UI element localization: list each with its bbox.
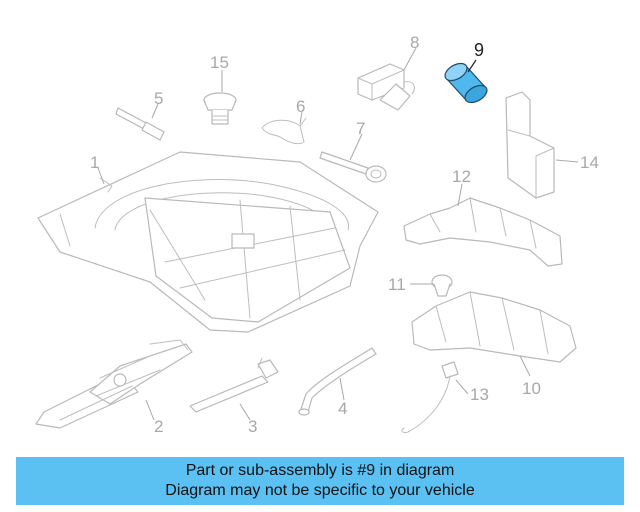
callout-5: 5 xyxy=(154,89,163,108)
callout-13: 13 xyxy=(470,385,489,404)
callout-1: 1 xyxy=(90,153,99,172)
info-banner: Part or sub-assembly is #9 in diagram Di… xyxy=(16,457,624,505)
callout-11: 11 xyxy=(388,275,406,294)
trunk-floor-tray xyxy=(37,151,379,333)
side-foam-block xyxy=(505,91,555,199)
callout-14: 14 xyxy=(580,153,599,172)
tire-compressor xyxy=(357,63,415,111)
callout-12: 12 xyxy=(452,167,471,186)
callout-7: 7 xyxy=(356,119,365,138)
wheel-brace xyxy=(298,347,377,416)
callout-10: 10 xyxy=(522,379,541,398)
callout-4: 4 xyxy=(338,399,347,418)
callout-9: 9 xyxy=(474,40,484,60)
callout-6: 6 xyxy=(296,97,305,116)
leader-lines xyxy=(97,47,579,421)
scissor-jack xyxy=(35,339,193,429)
strap-cable xyxy=(401,361,459,433)
jack-handle xyxy=(189,357,279,413)
callout-15: 15 xyxy=(210,53,229,72)
callout-2: 2 xyxy=(154,417,163,436)
callout-8: 8 xyxy=(410,33,419,52)
wire-clip xyxy=(261,117,307,145)
banner-line-part-number: Part or sub-assembly is #9 in diagram xyxy=(185,462,455,479)
screwdriver xyxy=(115,107,165,141)
callout-numbers: 1 2 3 4 5 6 7 8 9 10 11 12 13 14 15 xyxy=(90,33,599,436)
banner-line-disclaimer: Diagram may not be specific to your vehi… xyxy=(165,482,475,499)
foam-tool-organizer xyxy=(411,291,577,363)
grommet-cap xyxy=(431,274,453,297)
tow-hook xyxy=(319,151,387,183)
callout-3: 3 xyxy=(248,417,257,436)
tool-tray-bracket xyxy=(403,197,563,267)
part-9-highlighted xyxy=(444,62,488,104)
hold-down-bolt xyxy=(203,92,237,125)
